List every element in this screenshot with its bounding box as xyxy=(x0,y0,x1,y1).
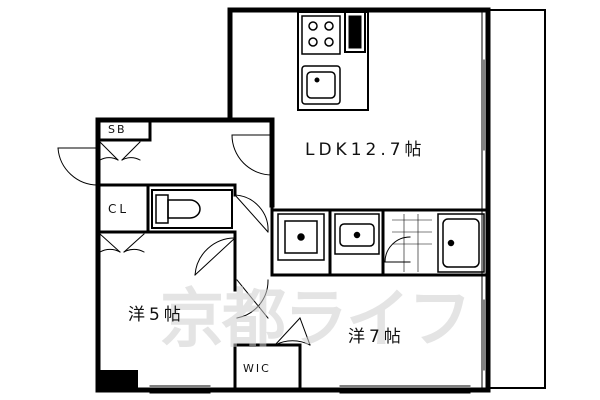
entrance-door xyxy=(57,147,99,186)
room7-door xyxy=(236,279,269,319)
room-label-ldk: LDK12.7帖 xyxy=(305,140,426,160)
room-label-western-5: 洋5帖 xyxy=(128,305,185,325)
room-label-western-7: 洋7帖 xyxy=(348,327,405,347)
pillar xyxy=(98,370,138,392)
washing-machine xyxy=(277,213,325,261)
outer-walls xyxy=(95,7,491,393)
bathtub xyxy=(392,213,485,273)
sb-doors xyxy=(99,141,141,161)
washbasin xyxy=(334,213,380,255)
balcony xyxy=(481,9,546,389)
watermark: 京都ライフ xyxy=(160,283,472,357)
wic-door xyxy=(274,317,311,346)
toilet xyxy=(151,189,233,229)
room-label-wic: WIC xyxy=(243,362,271,375)
ldk-door xyxy=(231,134,273,176)
cl-doors xyxy=(99,233,145,253)
interior-walls xyxy=(96,118,490,392)
room-label-cl: CL xyxy=(108,202,130,216)
room-label-sb: SB xyxy=(108,123,127,136)
bath-door xyxy=(384,236,411,263)
toilet-door xyxy=(234,194,269,233)
room5-door xyxy=(194,237,236,276)
kitchen xyxy=(297,11,369,111)
windows xyxy=(149,59,485,394)
